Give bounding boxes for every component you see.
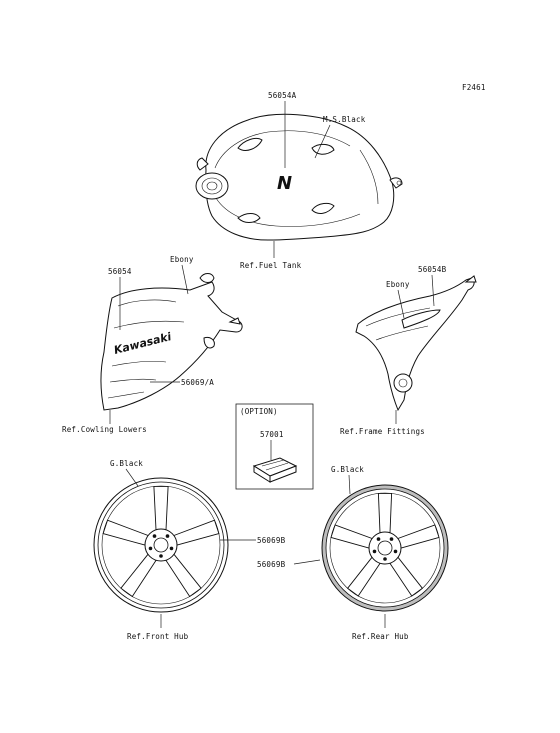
hub-bolt (393, 549, 398, 554)
tank-letter-decal: N (277, 173, 292, 194)
hub-bolt (159, 554, 163, 558)
hub-bolt (165, 534, 170, 538)
figure-code: F2461 (462, 83, 486, 92)
hub-bolt (148, 546, 153, 551)
label-left-part2: 56069/A (181, 378, 214, 387)
hub-bolt (152, 534, 157, 538)
label-tank-color: M.S.Black (323, 115, 366, 124)
hub-bolt (389, 537, 394, 541)
right-cover-illustration (355, 275, 477, 412)
hub-center (153, 537, 169, 553)
label-rear-part: 56069B (257, 560, 286, 569)
label-left-part: 56054 (108, 267, 132, 276)
label-tank-ref: Ref.Fuel Tank (240, 261, 302, 270)
option-tool-illustration (252, 457, 298, 483)
leader-right-color (397, 289, 405, 319)
rear-wheel-illustration (321, 484, 449, 612)
label-front-color: G.Black (110, 459, 143, 468)
label-front-ref: Ref.Front Hub (127, 632, 189, 641)
hub-bolt (169, 546, 174, 551)
label-right-color: Ebony (386, 280, 410, 289)
fuel-tank-illustration: N (195, 113, 403, 241)
left-cowling-illustration: Kawasaki (100, 273, 243, 411)
label-option-part: 57001 (260, 430, 284, 439)
hub-bolt (376, 537, 381, 541)
wheel-spoke (377, 492, 393, 534)
leader-rear-part (293, 559, 321, 565)
leader-right-part (431, 274, 435, 307)
leader-tank-color (314, 124, 331, 159)
leader-left-color (181, 264, 189, 295)
hub-bolt (372, 549, 377, 554)
leader-front-color (125, 468, 139, 487)
hub-center (377, 540, 393, 556)
leader-rear-color (348, 474, 351, 495)
wheel-spoke (153, 485, 169, 531)
label-right-part: 56054B (418, 265, 447, 274)
option-title: (OPTION) (240, 407, 278, 416)
label-rear-ref: Ref.Rear Hub (352, 632, 409, 641)
front-wheel-illustration (93, 477, 229, 613)
hub-bolt (383, 557, 387, 561)
label-front-part: 56069B (257, 536, 286, 545)
label-rear-color: G.Black (331, 465, 364, 474)
label-right-ref: Ref.Frame Fittings (340, 427, 425, 436)
option-box (235, 403, 314, 490)
label-tank-part: 56054A (268, 91, 297, 100)
label-left-ref: Ref.Cowling Lowers (62, 425, 147, 434)
label-left-color: Ebony (170, 255, 194, 264)
